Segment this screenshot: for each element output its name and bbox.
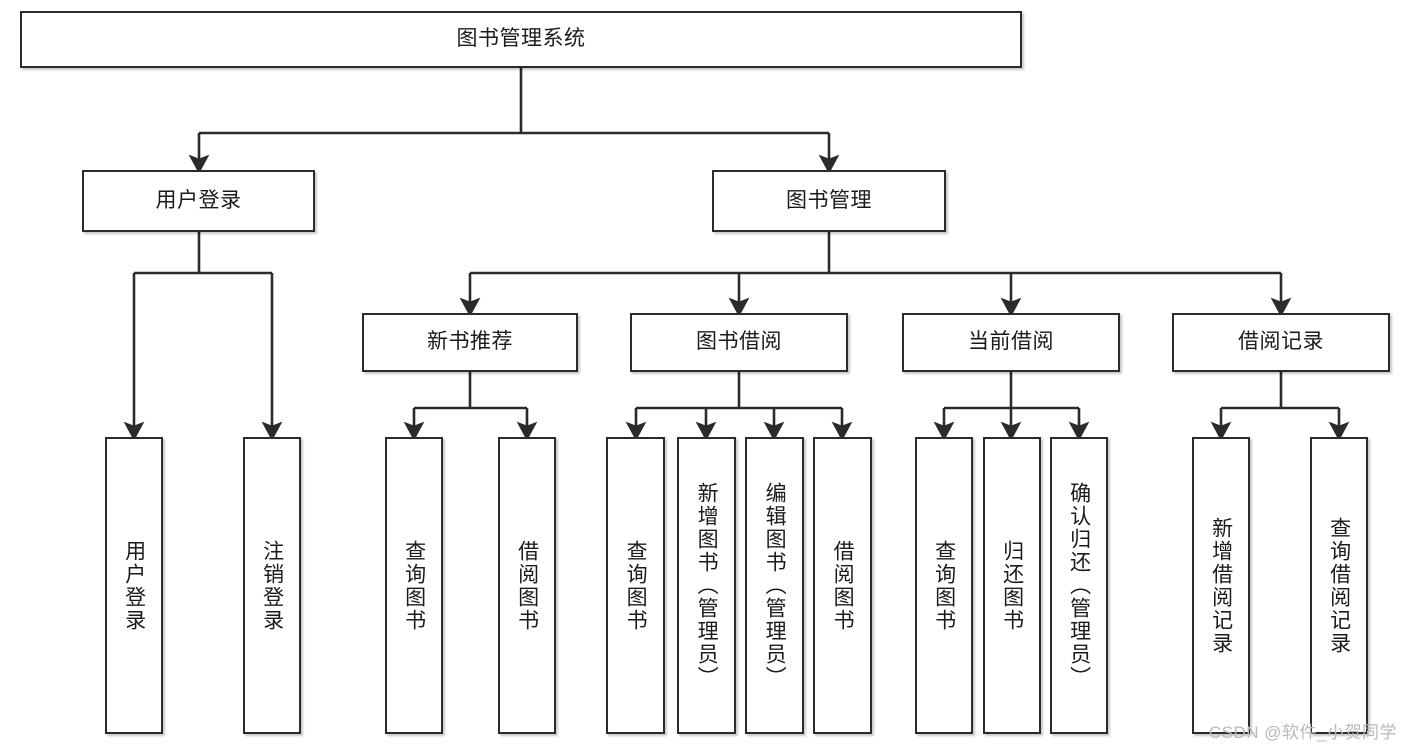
node-leaf-return-book[interactable]: 归还图书 — [983, 437, 1041, 734]
node-leaf-query-book-2[interactable]: 查询图书 — [606, 437, 665, 734]
node-leaf-user-login[interactable]: 用户登录 — [105, 437, 163, 734]
node-leaf-add-record-label: 新增借阅记录 — [1209, 516, 1233, 655]
node-current-borrow-label: 当前借阅 — [968, 330, 1054, 354]
node-current-borrow[interactable]: 当前借阅 — [902, 313, 1120, 372]
node-leaf-edit-book[interactable]: 编辑图书（管理员） — [745, 437, 804, 734]
node-leaf-return-book-label: 归还图书 — [1000, 539, 1024, 632]
node-borrow-record[interactable]: 借阅记录 — [1172, 313, 1390, 372]
csdn-watermark: CSDN @软件_小贺同学 — [1208, 723, 1397, 742]
node-new-book-recommend-label: 新书推荐 — [427, 330, 513, 354]
node-leaf-confirm-return-label: 确认归还（管理员） — [1067, 482, 1091, 689]
node-leaf-borrow-book-1[interactable]: 借阅图书 — [498, 437, 556, 734]
node-leaf-query-book-2-label: 查询图书 — [624, 539, 648, 632]
node-leaf-query-book-1-label: 查询图书 — [402, 539, 426, 632]
node-user-login[interactable]: 用户登录 — [82, 170, 315, 232]
node-leaf-logout-login[interactable]: 注销登录 — [243, 437, 301, 734]
node-leaf-add-record[interactable]: 新增借阅记录 — [1192, 437, 1250, 734]
node-root-label: 图书管理系统 — [456, 27, 586, 51]
node-user-login-label: 用户登录 — [155, 188, 242, 212]
node-leaf-borrow-book-2-label: 借阅图书 — [831, 539, 855, 632]
node-book-borrow[interactable]: 图书借阅 — [630, 313, 848, 372]
node-book-management[interactable]: 图书管理 — [712, 170, 946, 232]
node-leaf-query-record-label: 查询借阅记录 — [1327, 516, 1351, 655]
node-leaf-borrow-book-1-label: 借阅图书 — [515, 539, 539, 632]
node-leaf-confirm-return[interactable]: 确认归还（管理员） — [1050, 437, 1108, 734]
node-leaf-query-book-3[interactable]: 查询图书 — [915, 437, 973, 734]
node-leaf-logout-login-label: 注销登录 — [260, 539, 284, 632]
node-leaf-add-book-label: 新增图书（管理员） — [695, 482, 719, 689]
node-leaf-query-book-3-label: 查询图书 — [932, 539, 956, 632]
node-leaf-borrow-book-2[interactable]: 借阅图书 — [813, 437, 872, 734]
node-root[interactable]: 图书管理系统 — [20, 11, 1022, 68]
node-leaf-edit-book-label: 编辑图书（管理员） — [763, 482, 787, 689]
node-leaf-user-login-label: 用户登录 — [122, 539, 146, 632]
node-new-book-recommend[interactable]: 新书推荐 — [362, 313, 578, 372]
node-book-borrow-label: 图书借阅 — [696, 330, 782, 354]
node-borrow-record-label: 借阅记录 — [1238, 330, 1324, 354]
node-leaf-add-book[interactable]: 新增图书（管理员） — [677, 437, 736, 734]
node-leaf-query-book-1[interactable]: 查询图书 — [385, 437, 443, 734]
node-book-management-label: 图书管理 — [786, 188, 872, 212]
node-leaf-query-record[interactable]: 查询借阅记录 — [1310, 437, 1368, 734]
